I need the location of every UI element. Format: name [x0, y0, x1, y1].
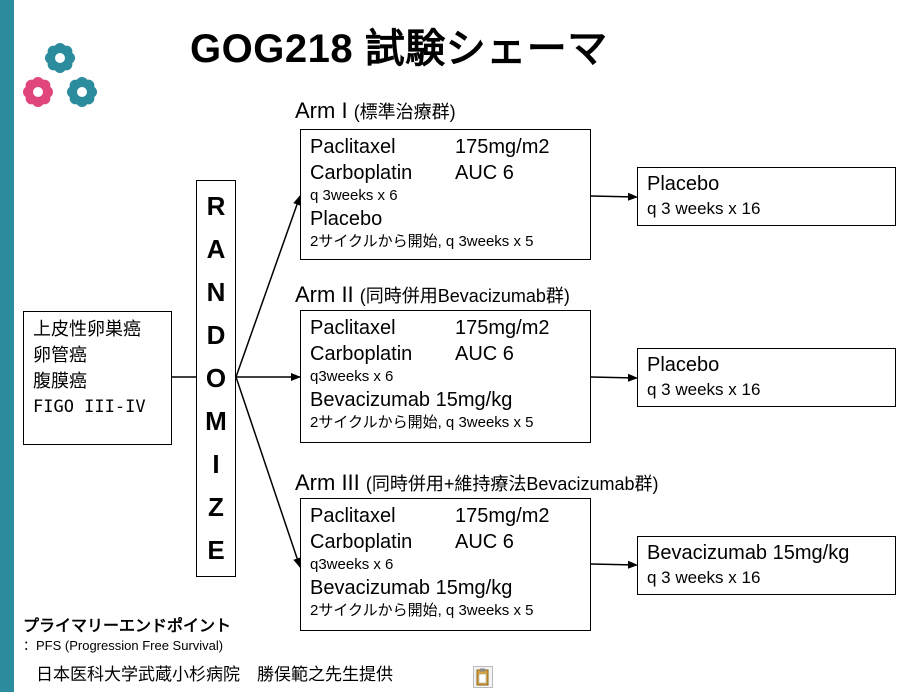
arm-1-heading: Arm I (標準治療群): [295, 98, 456, 124]
clipboard-icon[interactable]: [473, 666, 493, 688]
maintenance-drug: Placebo: [647, 173, 720, 195]
page-title: GOG218 試験シェーマ: [190, 27, 608, 71]
patient-condition: 上皮性卵巣癌: [33, 319, 141, 339]
arm-3-maintenance-box: Bevacizumab 15mg/kg q 3 weeks x 16: [637, 536, 896, 595]
endpoint-value: ：PFS (Progression Free Survival): [23, 638, 224, 653]
patient-condition: 腹膜癌: [33, 371, 87, 391]
arm-3-heading: Arm III (同時併用+維持療法Bevacizumab群): [295, 470, 658, 496]
maintenance-schedule: q 3 weeks x 16: [647, 568, 761, 587]
third-drug-schedule: 2サイクルから開始, q 3weeks x 5: [310, 602, 534, 619]
drug-dose: 175mg/m2: [455, 317, 550, 339]
randomize-letter: N: [206, 277, 226, 307]
third-drug-schedule: 2サイクルから開始, q 3weeks x 5: [310, 414, 534, 431]
randomize-letter: R: [206, 191, 226, 221]
drug-name: Paclitaxel: [310, 505, 396, 527]
drug-name: Paclitaxel: [310, 317, 396, 339]
arrow-to-maintenance-1: [590, 192, 638, 201]
drug-name: Paclitaxel: [310, 136, 396, 158]
flower-decoration-icon: [23, 43, 97, 107]
arrow-to-arm-1: [235, 195, 301, 378]
arm-3-regimen-box: Paclitaxel 175mg/m2 Carboplatin AUC 6 q3we…: [300, 498, 591, 631]
arrow-to-arm-3: [235, 376, 301, 568]
sidebar-accent: [0, 0, 14, 692]
arm-2-heading: Arm II (同時併用Bevacizumab群): [295, 282, 570, 308]
patient-condition: 卵管癌: [33, 345, 87, 365]
randomize-box: R A N D O M I Z E: [196, 180, 236, 577]
arm-1-subtitle: (標準治療群): [353, 102, 456, 122]
arm-3-subtitle: (同時併用+維持療法Bevacizumab群): [365, 474, 659, 494]
maintenance-drug: Bevacizumab 15mg/kg: [647, 542, 850, 564]
endpoint-label: プライマリーエンドポイント: [23, 618, 232, 635]
chemo-schedule: q 3weeks x 6: [310, 187, 398, 204]
drug-dose: 175mg/m2: [455, 136, 550, 158]
arm-2-title: Arm II: [295, 282, 354, 307]
maintenance-schedule: q 3 weeks x 16: [647, 199, 761, 218]
arm-2-subtitle: (同時併用Bevacizumab群): [359, 286, 570, 306]
arm-2-regimen-box: Paclitaxel 175mg/m2 Carboplatin AUC 6 q3we…: [300, 310, 591, 443]
third-drug: Placebo: [310, 208, 383, 230]
randomize-letter: I: [212, 449, 220, 479]
third-drug-schedule: 2サイクルから開始, q 3weeks x 5: [310, 233, 534, 250]
arm-1-regimen-box: Paclitaxel 175mg/m2 Carboplatin AUC 6 q 3w…: [300, 129, 591, 260]
drug-name: Carboplatin: [310, 531, 413, 553]
randomize-letter: O: [205, 363, 227, 393]
figo-stage: FIGO III-IV: [33, 397, 146, 417]
arm-1-maintenance-box: Placebo q 3 weeks x 16: [637, 167, 896, 226]
arrow-to-maintenance-3: [590, 560, 638, 569]
drug-dose: AUC 6: [455, 531, 514, 553]
arm-1-title: Arm I: [295, 98, 348, 123]
patients-box: 上皮性卵巣癌 卵管癌 腹膜癌 FIGO III-IV: [23, 311, 172, 445]
third-drug: Bevacizumab 15mg/kg: [310, 389, 513, 411]
third-drug: Bevacizumab 15mg/kg: [310, 577, 513, 599]
chemo-schedule: q3weeks x 6: [310, 556, 394, 573]
arm-3-title: Arm III: [295, 470, 360, 495]
drug-dose: AUC 6: [455, 162, 514, 184]
arm-2-maintenance-box: Placebo q 3 weeks x 16: [637, 348, 896, 407]
maintenance-schedule: q 3 weeks x 16: [647, 380, 761, 399]
drug-name: Carboplatin: [310, 343, 413, 365]
maintenance-drug: Placebo: [647, 354, 720, 376]
randomize-letter: A: [206, 234, 226, 264]
randomize-letter: D: [206, 320, 226, 350]
drug-name: Carboplatin: [310, 162, 413, 184]
randomize-letter: M: [205, 406, 227, 436]
credit-line: 日本医科大学武蔵小杉病院 勝俣範之先生提供: [36, 665, 393, 684]
chemo-schedule: q3weeks x 6: [310, 368, 394, 385]
arrow-to-maintenance-2: [590, 373, 638, 382]
randomize-letter: E: [207, 535, 225, 565]
drug-dose: 175mg/m2: [455, 505, 550, 527]
randomize-letter: Z: [208, 492, 224, 522]
drug-dose: AUC 6: [455, 343, 514, 365]
